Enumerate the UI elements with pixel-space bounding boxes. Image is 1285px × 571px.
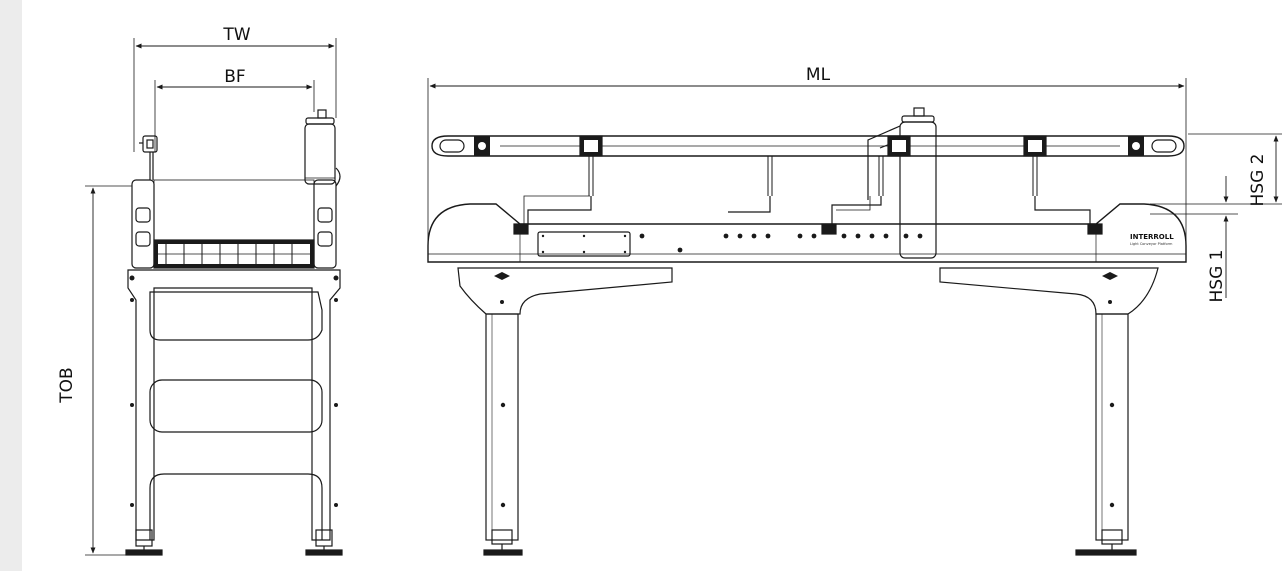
bf-dimension: BF — [154, 67, 315, 152]
logo-brand: INTERROLL — [1130, 233, 1174, 241]
page-side-strip — [0, 0, 22, 571]
hsg2-label: HSG 2 — [1248, 154, 1268, 207]
tw-dimension: TW — [133, 25, 337, 152]
ml-dimension: ML — [427, 65, 1187, 258]
hsg1-label: HSG 1 — [1207, 250, 1227, 303]
side-view: ML — [427, 65, 1282, 556]
tw-label: TW — [222, 25, 250, 45]
tob-dimension: TOB — [57, 185, 132, 556]
end-view: TW BF TOB — [57, 25, 343, 556]
ml-label: ML — [806, 65, 831, 85]
interroll-logo: INTERROLL Light Conveyor Platform — [1130, 233, 1174, 246]
hsg2-dimension: HSG 2 — [1150, 133, 1282, 207]
logo-tagline: Light Conveyor Platform — [1130, 242, 1173, 246]
tob-label: TOB — [57, 367, 77, 403]
bf-label: BF — [224, 67, 245, 87]
hsg1-dimension: HSG 1 — [1150, 213, 1238, 303]
